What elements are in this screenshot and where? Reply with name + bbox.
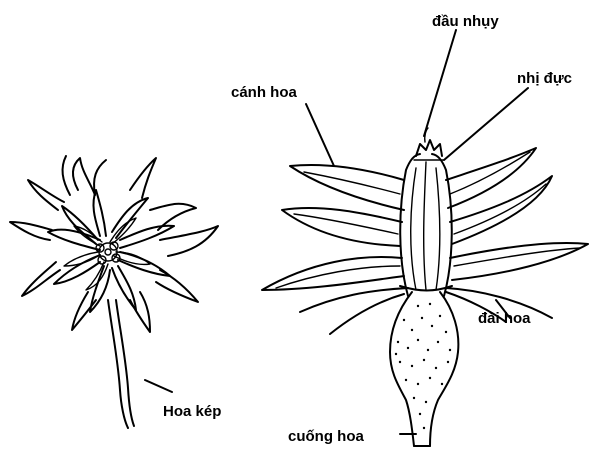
pedicel-left xyxy=(390,292,414,446)
label-petal: cánh hoa xyxy=(231,85,297,100)
stigma-pointer xyxy=(424,30,456,136)
ovary-stipple xyxy=(395,303,451,429)
stamen-pointer xyxy=(444,88,528,160)
pistil-right xyxy=(432,154,452,296)
petal-pointer xyxy=(306,104,334,166)
label-stigma: đầu nhụy xyxy=(432,14,499,29)
label-sepal: đài hoa xyxy=(478,311,531,326)
label-stamen: nhị đực xyxy=(517,71,572,86)
double-flower-drawing xyxy=(10,156,218,428)
flower-cross-section-drawing xyxy=(262,128,588,446)
label-double-flower: Hoa kép xyxy=(163,404,221,419)
label-pedicel: cuống hoa xyxy=(288,429,364,444)
petal-mid-left xyxy=(282,208,402,246)
pedicel-right xyxy=(430,292,458,446)
petal-upper-left xyxy=(290,165,404,210)
petal-mid-right xyxy=(450,176,552,244)
double-flower-pointer xyxy=(145,380,172,392)
